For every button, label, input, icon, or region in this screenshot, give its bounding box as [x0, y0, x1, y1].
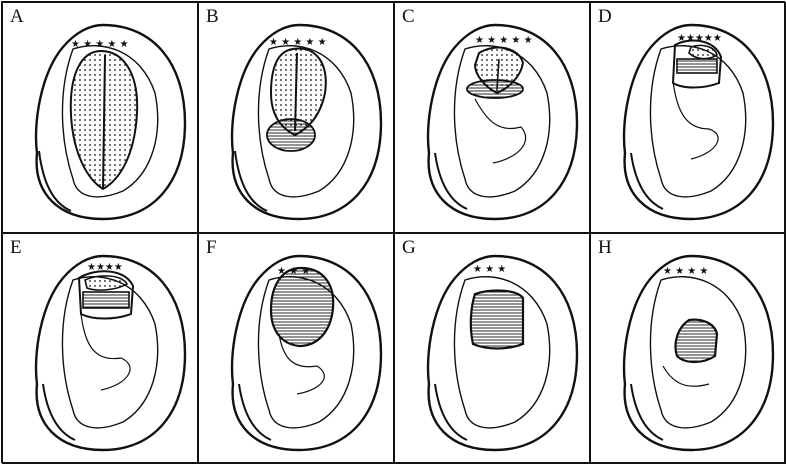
- panel-g: G ★ ★ ★: [394, 233, 590, 464]
- hatched-region: [471, 291, 523, 349]
- panel-f: F ★ ★ ★: [198, 233, 394, 464]
- diagram-a: ★ ★ ★ ★ ★: [3, 3, 199, 234]
- hatched-region: [676, 320, 718, 362]
- dotted-region: [271, 48, 326, 135]
- diagram-c: ★ ★ ★ ★ ★: [395, 3, 591, 234]
- star-row: ★ ★ ★ ★ ★: [71, 39, 129, 50]
- diagram-h: ★ ★ ★ ★: [591, 234, 786, 465]
- panel-b: B ★ ★ ★ ★ ★: [198, 2, 394, 233]
- dotted-region: [85, 276, 127, 290]
- hatched-region: [271, 268, 333, 346]
- panel-e: E ★★★★: [2, 233, 198, 464]
- diagram-e: ★★★★: [3, 234, 199, 465]
- tail-line: [39, 151, 71, 211]
- hatched-region: [677, 59, 717, 73]
- svg-text:★ ★ ★ ★ ★: ★ ★ ★ ★ ★: [475, 35, 533, 46]
- svg-text:★ ★ ★: ★ ★ ★: [473, 264, 506, 275]
- panel-c: C ★ ★ ★ ★ ★: [394, 2, 590, 233]
- diagram-b: ★ ★ ★ ★ ★: [199, 3, 395, 234]
- diagram-d: ★★★★★: [591, 3, 786, 234]
- hatched-region: [83, 292, 129, 308]
- diagram-f: ★ ★ ★: [199, 234, 395, 465]
- panel-a: A ★ ★ ★ ★ ★: [2, 2, 198, 233]
- svg-text:★★★★: ★★★★: [87, 262, 123, 273]
- svg-text:★ ★ ★ ★ ★: ★ ★ ★ ★ ★: [269, 37, 327, 48]
- svg-text:★ ★ ★ ★: ★ ★ ★ ★: [663, 266, 708, 277]
- dotted-region: [689, 45, 717, 58]
- svg-text:★★★★★: ★★★★★: [677, 33, 722, 44]
- svg-text:★ ★ ★: ★ ★ ★: [277, 266, 310, 277]
- panel-d: D ★★★★★: [590, 2, 786, 233]
- diagram-g: ★ ★ ★: [395, 234, 591, 465]
- panel-h: H ★ ★ ★ ★: [590, 233, 786, 464]
